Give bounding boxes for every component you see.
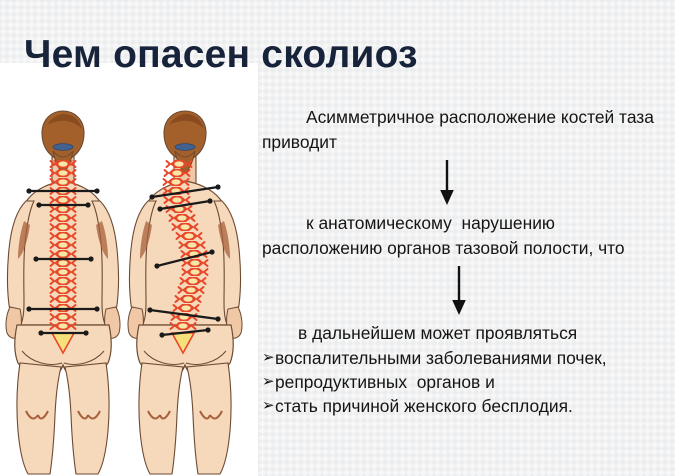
bullet-arrow-icon: ➢: [262, 349, 275, 366]
down-arrow-icon: [452, 266, 466, 315]
scoliosis-posture-figure: [127, 110, 243, 475]
effect-paragraph: к анатомическому нарушению расположению …: [262, 213, 625, 258]
page-title: Чем опасен сколиоз: [24, 33, 418, 77]
flow-arrow-2: [262, 261, 672, 321]
list-item-label: репродуктивных органов и: [275, 372, 495, 392]
bullet-arrow-icon: ➢: [262, 373, 275, 390]
down-arrow-icon: [440, 160, 454, 205]
cause-paragraph: Асимметричное расположение костей таза п…: [262, 107, 659, 152]
list-item: ➢ воспалительными заболеваниями почек,: [262, 346, 672, 370]
bullet-arrow-icon: ➢: [262, 397, 275, 414]
list-item-label: воспалительными заболеваниями почек,: [275, 348, 607, 368]
consequence-list: ➢ воспалительными заболеваниями почек, ➢…: [262, 346, 672, 418]
scoliosis-comparison-illustration: [5, 110, 243, 475]
normal-posture-figure: [5, 110, 121, 475]
illustration-panel: [0, 63, 258, 476]
consequence-intro: в дальнейшем может проявляться: [298, 323, 578, 343]
flow-arrow-1: [262, 155, 672, 211]
list-item: ➢ стать причиной женского бесплодия.: [262, 394, 672, 418]
list-item-label: стать причиной женского бесплодия.: [275, 396, 573, 416]
list-item: ➢ репродуктивных органов и: [262, 370, 672, 394]
explanation-flow: Асимметричное расположение костей таза п…: [262, 105, 672, 476]
